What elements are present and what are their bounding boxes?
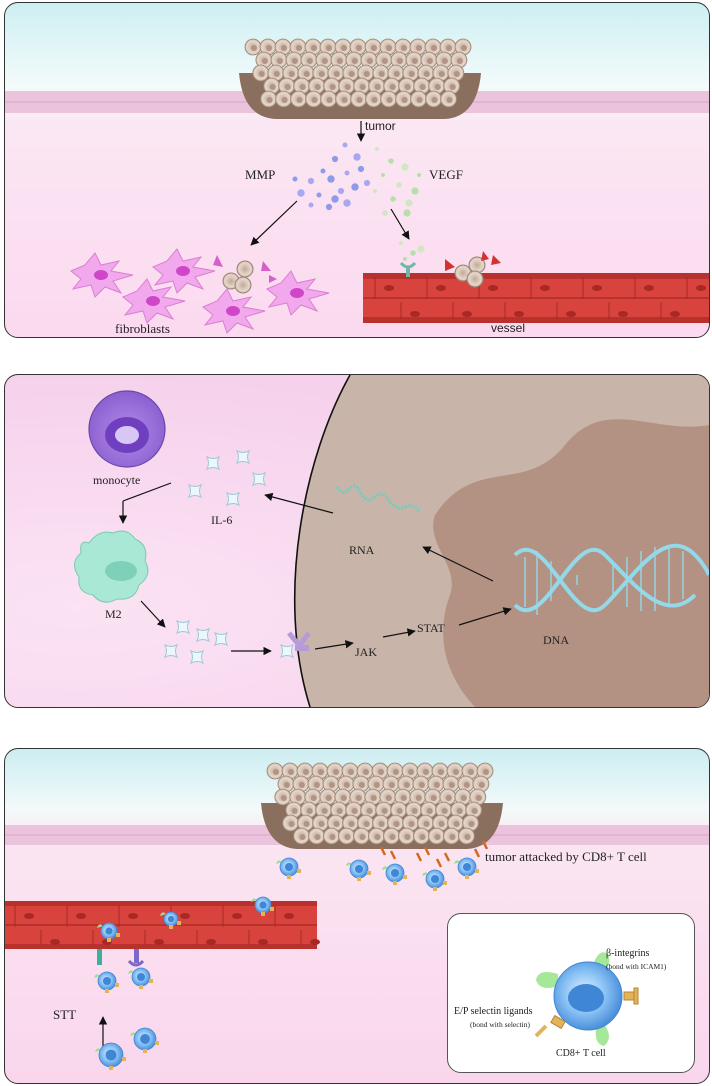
fibroblasts-label: fibroblasts	[115, 321, 170, 336]
il6-label: IL-6	[211, 513, 233, 527]
blood-vessel	[363, 273, 709, 323]
dna-label: DNA	[543, 633, 569, 647]
ep-selectin-label: E/P selectin ligands	[454, 1006, 533, 1017]
intravasating-tumor-cells	[445, 251, 501, 288]
il6-particles	[163, 449, 295, 665]
rna-to-il6-arrow	[264, 492, 334, 514]
vegf-particles	[373, 147, 425, 261]
cd8-t-cell-inset: β-integrins (bond with ICAM1) E/P select…	[447, 913, 695, 1073]
panel-il6-jak-stat: monocyte IL-6 M2 RNA JAK STAT DNA	[4, 374, 710, 708]
mmp-to-fibroblast-arrow	[250, 200, 298, 246]
stat-to-dna-arrow	[458, 607, 512, 626]
vessel-label: vessel	[491, 321, 526, 335]
m2-macrophage	[74, 530, 149, 603]
monocyte-label: monocyte	[93, 473, 141, 487]
monocyte-cell	[88, 390, 166, 468]
cd8-t-cells	[94, 840, 489, 1070]
tumor-mass-attacked	[261, 762, 503, 849]
dna-to-rna-arrow	[422, 546, 494, 582]
mmp-particles	[292, 142, 371, 211]
fibroblast-cells	[70, 248, 330, 334]
beta-integrins-note: (bond with ICAM1)	[606, 962, 667, 971]
vegf-receptor	[399, 261, 417, 277]
panel-tumor-mmp-vegf: tumor MMP VEGF fibroblasts vessel	[4, 2, 710, 338]
m2-label: M2	[105, 607, 122, 621]
tumor-label: tumor	[365, 119, 396, 133]
cd8-cell-label: CD8+ T cell	[556, 1048, 606, 1059]
mmp-label: MMP	[245, 167, 276, 182]
selectin-receptors	[97, 949, 145, 967]
stat-label: STAT	[417, 621, 445, 635]
receptor-to-jak-arrow	[314, 640, 354, 650]
panel1-drawing	[5, 38, 709, 334]
panel3-drawing	[5, 762, 709, 1070]
cell-membrane	[293, 375, 351, 707]
tumor-mass	[239, 38, 481, 119]
jak-to-stat-arrow	[382, 628, 416, 638]
ep-selectin-note: (bond with selectin)	[470, 1020, 530, 1029]
panel2-drawing	[74, 375, 709, 707]
invading-tumor-cells-left	[213, 255, 277, 294]
beta-integrins-label: β-integrins	[606, 948, 650, 959]
monocyte-il6-connector	[122, 482, 172, 502]
m2-to-il6-arrow	[140, 600, 166, 628]
panel-cd8-t-cell: tumor attacked by CD8+ T cell STT β-inte…	[4, 748, 710, 1084]
jak-label: JAK	[355, 645, 378, 659]
tumor-attacked-label: tumor attacked by CD8+ T cell	[485, 849, 647, 864]
dna-helix	[513, 543, 709, 615]
vegf-to-vessel-arrow	[390, 208, 410, 240]
blood-vessel-3	[5, 901, 320, 949]
inset-cd8-cell-drawing	[534, 952, 639, 1046]
vegf-label: VEGF	[429, 167, 463, 182]
rna-strand	[335, 484, 421, 512]
stt-label: STT	[53, 1007, 77, 1022]
il6-receptor	[287, 631, 311, 651]
rna-label: RNA	[349, 543, 375, 557]
